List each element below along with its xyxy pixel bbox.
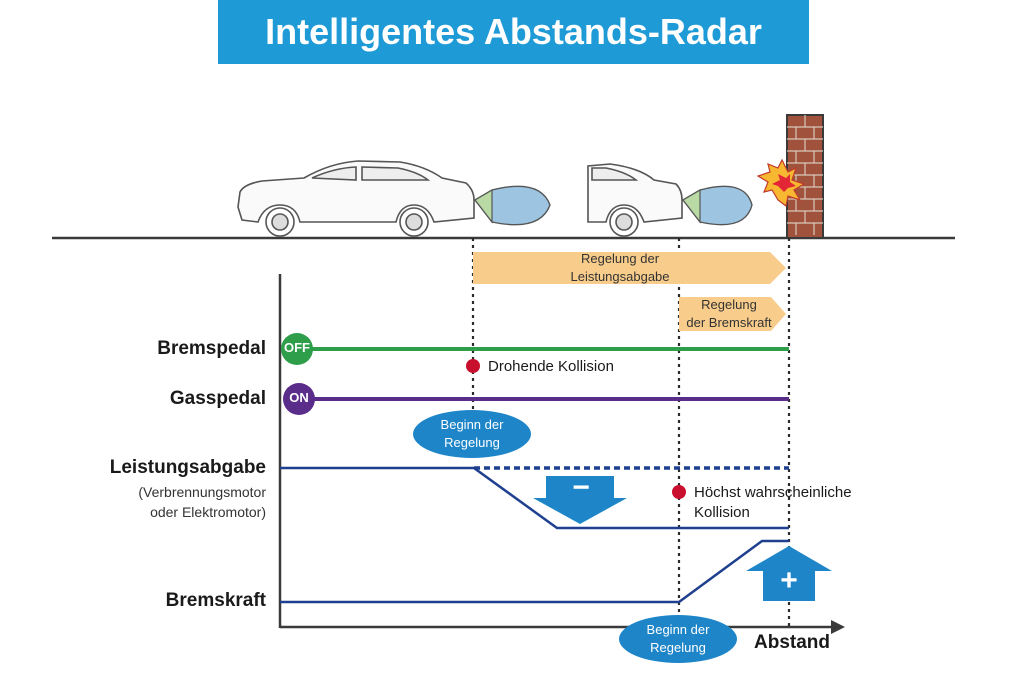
on-badge [283,383,315,415]
bubble-1-line-2: Regelung [444,435,500,450]
bubble-1-line-1: Beginn der [440,417,504,432]
threatening-collision-label: Drohende Kollision [488,358,614,375]
brake-control-arrow [679,297,786,331]
radar-beam-icon [681,185,753,226]
plus-sign: + [780,564,798,597]
decrease-arrow-icon [533,476,627,524]
likely-collision-dot [672,485,686,499]
likely-collision-label: Höchst wahrscheinliche Kollision [694,483,852,523]
brake-force-line [280,539,789,604]
power-output-sub-label-2: oder Elektromotor) [150,504,266,520]
brake-force-label: Bremskraft [165,590,266,611]
minus-sign: − [572,471,590,504]
on-badge-text: ON [289,390,309,405]
off-badge-text: OFF [284,340,310,355]
radar-beam-icon [473,185,551,226]
gas-pedal-label: Gasspedal [169,388,266,409]
page-title: Intelligentes Abstands-Radar [218,0,809,64]
power-control-line-1: Regelung der [580,251,660,266]
brake-start-bubble: Beginn der Regelung [619,615,737,663]
brake-control-line-1: Regelung [701,297,757,312]
power-output-sub-label-1: (Verbrennungsmotor [138,484,266,500]
car-icon [587,163,683,237]
brake-control-line-2: der Bremskraft [686,315,772,330]
likely-collision-line-2: Kollision [694,504,750,521]
power-control-text: Regelung der Leistungsabgabe [490,250,750,286]
brake-control-text: Regelung der Bremskraft [679,296,779,332]
power-control-line-2: Leistungsabgabe [570,269,670,284]
car-icon [237,160,475,237]
power-output-label: Leistungsabgabe [109,457,266,478]
brake-pedal-label: Bremspedal [157,338,266,359]
x-axis-label: Abstand [754,632,830,653]
power-control-arrow [473,252,786,284]
bubble-2-line-2: Regelung [650,640,706,655]
chart-axes [278,274,845,634]
collision-burst-icon [756,158,806,208]
likely-collision-line-1: Höchst wahrscheinliche [694,484,852,501]
power-output-line [280,466,789,530]
threatening-collision-dot [466,359,480,373]
bubble-2-line-1: Beginn der [646,622,710,637]
off-badge [281,333,313,365]
control-start-bubble: Beginn der Regelung [413,410,531,458]
increase-arrow-icon [746,546,832,601]
